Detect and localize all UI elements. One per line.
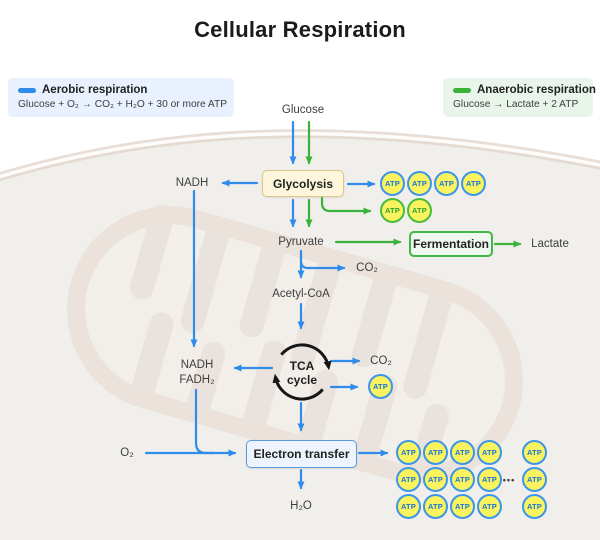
atp-ellipsis: ••• <box>502 475 516 485</box>
atp-token: ATP <box>407 171 432 196</box>
legend-aerobic: Aerobic respiration Glucose + O₂ → CO₂ +… <box>8 78 234 117</box>
atp-token: ATP <box>380 198 405 223</box>
legend-aerobic-equation: Glucose + O₂ → CO₂ + H₂O + 30 or more AT… <box>18 99 227 110</box>
atp-token: ATP <box>477 494 502 519</box>
node-pyruvate: Pyruvate <box>278 236 324 248</box>
node-co2-from-tca: CO₂ <box>370 355 392 367</box>
node-nadh-fadh2: NADH FADH₂ <box>179 359 215 386</box>
legend-aerobic-label: Aerobic respiration <box>42 84 148 96</box>
atp-token: ATP <box>396 467 421 492</box>
node-glycolysis-box: Glycolysis <box>262 170 344 197</box>
atp-token: ATP <box>522 494 547 519</box>
node-fermentation-box: Fermentation <box>409 231 493 257</box>
arrow-pyruvate-co2 <box>299 259 346 272</box>
legend-anaerobic: Anaerobic respiration Glucose → Lactate … <box>443 78 596 117</box>
node-h2o: H₂O <box>290 500 312 512</box>
atp-token: ATP <box>423 440 448 465</box>
atp-token: ATP <box>396 440 421 465</box>
node-acetyl-coa: Acetyl-CoA <box>272 288 330 300</box>
atp-token: ATP <box>450 467 475 492</box>
node-co2-from-pyruvate: CO₂ <box>356 262 378 274</box>
atp-token: ATP <box>522 440 547 465</box>
atp-token: ATP <box>380 171 405 196</box>
node-o2: O₂ <box>120 447 134 459</box>
page-title: Cellular Respiration <box>194 17 406 42</box>
node-glucose: Glucose <box>281 104 325 116</box>
atp-token: ATP <box>423 494 448 519</box>
atp-token: ATP <box>423 467 448 492</box>
atp-token: ATP <box>434 171 459 196</box>
atp-group-tca: ATP <box>368 374 393 399</box>
atp-token: ATP <box>368 374 393 399</box>
arrow-glycolysis-atp-green <box>320 196 372 215</box>
atp-token: ATP <box>477 440 502 465</box>
tca-cycle-arc-bottom <box>272 373 324 401</box>
node-nadh: NADH <box>175 177 209 189</box>
cell-membrane-gap <box>0 131 600 179</box>
node-electron-transfer-box: Electron transfer <box>246 440 357 468</box>
legend-anaerobic-label: Anaerobic respiration <box>477 84 596 96</box>
anaerobic-color-swatch-icon <box>453 87 471 93</box>
tca-cycle-arc-top <box>280 343 332 371</box>
atp-token: ATP <box>407 198 432 223</box>
aerobic-color-swatch-icon <box>18 87 36 93</box>
atp-token: ATP <box>522 467 547 492</box>
legend-anaerobic-equation: Glucose → Lactate + 2 ATP <box>453 99 579 110</box>
atp-token: ATP <box>450 494 475 519</box>
atp-token: ATP <box>477 467 502 492</box>
atp-token: ATP <box>450 440 475 465</box>
atp-token: ATP <box>396 494 421 519</box>
atp-token: ATP <box>461 171 486 196</box>
node-lactate: Lactate <box>531 238 569 250</box>
node-tca-cycle: TCA cycle <box>286 359 318 387</box>
